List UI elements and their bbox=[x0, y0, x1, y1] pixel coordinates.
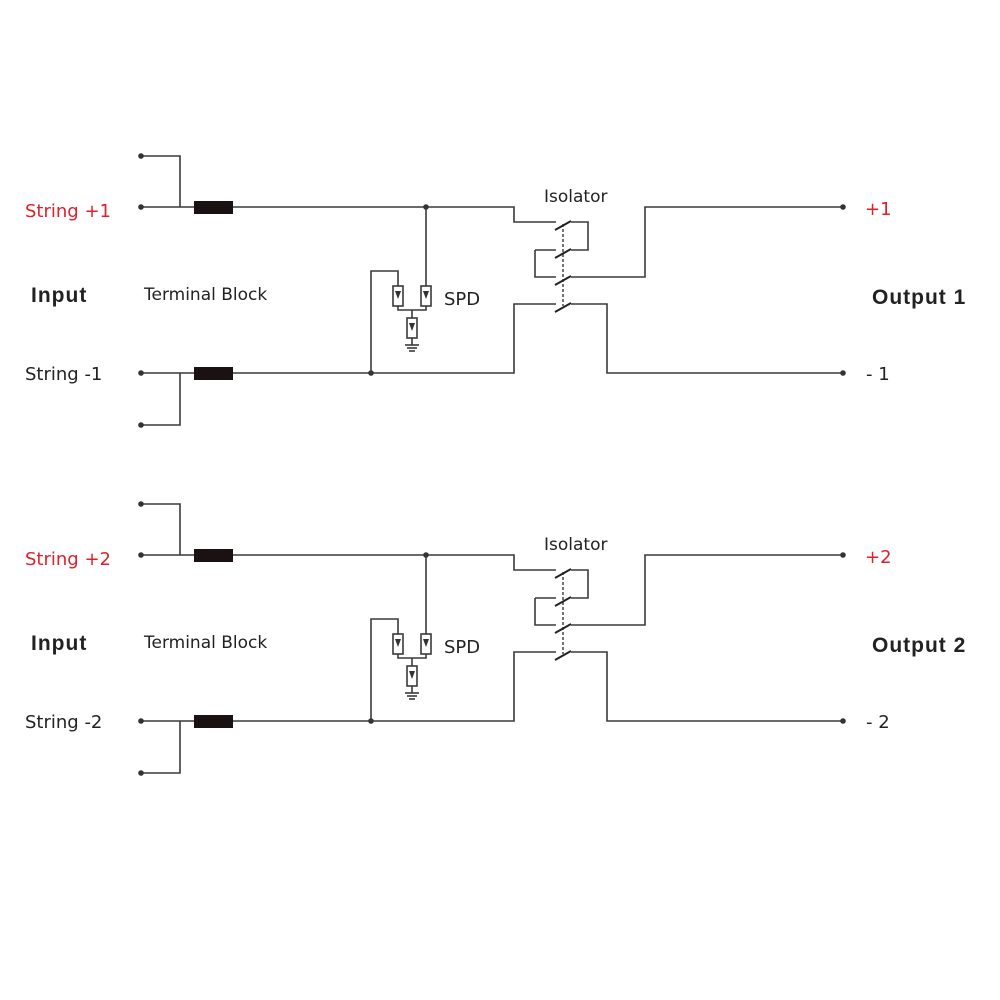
string-positive-label: String +2 bbox=[25, 549, 111, 570]
positive-branch-wire bbox=[141, 503, 181, 555]
isolator-bridge-wire bbox=[534, 598, 556, 626]
isolator-switch-blade bbox=[554, 623, 572, 634]
output-positive-label: +1 bbox=[865, 199, 892, 220]
isolator-switch-blade bbox=[554, 596, 572, 607]
isolator-bridge-wire bbox=[571, 221, 589, 251]
terminal-block-negative bbox=[194, 367, 233, 380]
isolator-label: Isolator bbox=[544, 535, 607, 555]
circuit-1: String +1 String -1 Input Terminal Block… bbox=[25, 153, 966, 428]
input-terminal-dot bbox=[138, 422, 144, 428]
positive-main-wire bbox=[233, 206, 556, 223]
junction-dot bbox=[368, 718, 374, 724]
output-positive-label: +2 bbox=[865, 547, 892, 568]
output-terminal-dot bbox=[840, 204, 846, 210]
string-positive-label: String +1 bbox=[25, 201, 111, 222]
input-terminal-dot bbox=[138, 153, 144, 159]
input-label: Input bbox=[31, 632, 87, 655]
input-terminal-dot bbox=[138, 770, 144, 776]
string-negative-label: String -2 bbox=[25, 712, 102, 733]
negative-main-wire bbox=[233, 303, 556, 374]
positive-output-wire bbox=[571, 554, 843, 626]
input-terminal-dot bbox=[138, 204, 144, 210]
negative-main-wire bbox=[233, 651, 556, 722]
isolator-switch-blade bbox=[554, 220, 572, 231]
input-terminal-dot bbox=[138, 501, 144, 507]
negative-branch-wire bbox=[141, 721, 181, 774]
negative-branch-wire bbox=[141, 373, 181, 426]
spd-arrow-icon bbox=[395, 291, 401, 299]
negative-output-wire bbox=[571, 651, 843, 722]
output-terminal-dot bbox=[840, 370, 846, 376]
spd-arrow-icon bbox=[395, 639, 401, 647]
spd-arrow-icon bbox=[409, 671, 415, 679]
terminal-block-label: Terminal Block bbox=[143, 633, 267, 653]
string-negative-label: String -1 bbox=[25, 364, 102, 385]
isolator-bridge-wire bbox=[571, 569, 589, 599]
output-terminal-dot bbox=[840, 718, 846, 724]
output-label: Output 2 bbox=[872, 634, 966, 657]
terminal-block-negative bbox=[194, 715, 233, 728]
terminal-block-positive bbox=[194, 549, 233, 562]
input-terminal-dot bbox=[138, 552, 144, 558]
terminal-block-positive bbox=[194, 201, 233, 214]
isolator-switch-blade bbox=[554, 650, 572, 661]
isolator-switch-blade bbox=[554, 568, 572, 579]
spd-negative-wire bbox=[370, 270, 399, 373]
input-terminal-dot bbox=[138, 370, 144, 376]
isolator-switch-blade bbox=[554, 275, 572, 286]
isolator-switch-blade bbox=[554, 302, 572, 313]
input-terminal-dot bbox=[138, 718, 144, 724]
positive-main-wire bbox=[233, 554, 556, 571]
isolator-switch-blade bbox=[554, 248, 572, 259]
output-negative-label: - 2 bbox=[866, 712, 890, 733]
output-negative-label: - 1 bbox=[866, 364, 890, 385]
isolator-bridge-wire bbox=[534, 250, 556, 278]
positive-branch-wire bbox=[141, 155, 181, 207]
terminal-block-label: Terminal Block bbox=[143, 285, 267, 305]
spd-arrow-icon bbox=[409, 323, 415, 331]
negative-output-wire bbox=[571, 303, 843, 374]
spd-arrow-icon bbox=[423, 291, 429, 299]
spd-label: SPD bbox=[444, 637, 480, 658]
output-label: Output 1 bbox=[872, 286, 966, 309]
spd-label: SPD bbox=[444, 289, 480, 310]
spd-arrow-icon bbox=[423, 639, 429, 647]
output-terminal-dot bbox=[840, 552, 846, 558]
input-label: Input bbox=[31, 284, 87, 307]
spd-negative-wire bbox=[370, 618, 399, 721]
circuit-2: String +2 String -2 Input Terminal Block… bbox=[25, 501, 966, 776]
isolator-label: Isolator bbox=[544, 187, 607, 207]
positive-output-wire bbox=[571, 206, 843, 278]
